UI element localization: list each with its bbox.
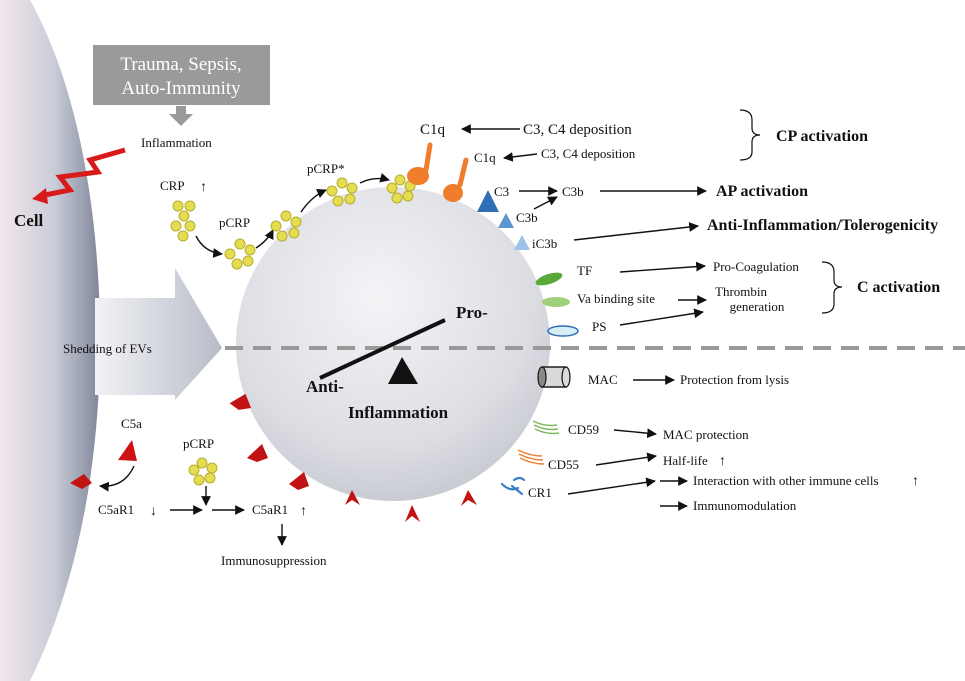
c3c4-label-1: C3, C4 deposition [523, 122, 632, 138]
cr1-icon [500, 476, 526, 496]
arrow-ic3b-to-tol [573, 222, 699, 241]
lightning-bolt-icon [39, 147, 126, 199]
pro-coagulation-label: Pro-Coagulation [713, 259, 799, 274]
interaction-label: Interaction with other immune cells [693, 473, 879, 488]
immunomodulation-label: Immunomodulation [693, 498, 797, 513]
crp-label: CRP [160, 178, 185, 193]
c3b-label-1: C3b [562, 184, 584, 199]
pro-label: Pro- [456, 303, 488, 322]
ps-marker [547, 325, 579, 337]
trigger-line1: Trauma, Sepsis, [120, 54, 241, 75]
c1q-stalk-1 [423, 142, 433, 173]
arrow-star-to-c1q [359, 172, 390, 184]
c1q-head-1 [407, 167, 429, 185]
arrow-ps-to-thrombin [619, 308, 704, 326]
arrow-tf-to-procoag [619, 261, 706, 273]
c3-triangle [477, 190, 499, 212]
pcrp-ring-bottom [188, 457, 218, 486]
ic3b-label: iC3b [532, 236, 557, 251]
va-binding-label: Va binding site [577, 291, 655, 306]
c5ar1-left-label: C5aR1 [98, 502, 134, 517]
cp-activation-label: CP activation [776, 128, 868, 145]
inflammation-main-label: Inflammation [348, 403, 449, 422]
thrombin-line2: generation [730, 299, 785, 314]
arrow-pcrp-to-ring2 [255, 229, 274, 249]
c5ar1-right-up-arrow: ↑ [300, 504, 307, 519]
arrow-cr1-to-interaction [567, 477, 656, 495]
pcrp-label: pCRP [219, 215, 250, 230]
cell-label: Cell [14, 211, 44, 230]
mac-label: MAC [588, 372, 618, 387]
mac-protection-label: MAC protection [663, 427, 749, 442]
c3-label: C3 [494, 184, 509, 199]
c5ar1-receptor-left [70, 474, 92, 489]
seesaw-beam [319, 318, 446, 380]
shedding-arrow [95, 268, 222, 400]
pcrp-ring-2 [270, 210, 302, 242]
cd59-icon [532, 420, 560, 435]
interaction-up-arrow: ↑ [912, 474, 919, 489]
inflammation-label: Inflammation [141, 135, 212, 150]
c1q-stalk-2 [457, 157, 469, 188]
immunosuppression-label: Immunosuppression [221, 553, 327, 568]
mac-icon [537, 366, 571, 388]
c-activation-label: C activation [857, 279, 940, 296]
tf-marker [535, 272, 563, 286]
anti-inflammation-tolerogenicity-label: Anti-Inflammation/Tolerogenicity [707, 217, 938, 234]
arrow-c5a-to-receptor [99, 465, 135, 492]
trigger-down-arrow [169, 106, 193, 126]
ic3b-triangle [514, 235, 530, 250]
ps-label: PS [592, 319, 606, 334]
c3c4-label-2: C3, C4 deposition [541, 146, 636, 161]
trigger-line2: Auto-Immunity [121, 78, 241, 99]
cell-body [0, 0, 100, 681]
cd55-icon [517, 449, 545, 465]
c3b-label-2: C3b [516, 210, 538, 225]
trigger-box [93, 45, 270, 105]
arrow-c3b-to-c3b [533, 196, 558, 210]
pcrp-star-label: pCRP* [307, 161, 345, 176]
thrombin-line1: Thrombin [715, 284, 767, 299]
seesaw-fulcrum [388, 357, 418, 384]
pcrp-c1q-complex [386, 174, 416, 204]
c1q-label-1: C1q [420, 122, 446, 138]
c3b-triangle [498, 213, 514, 228]
arrow-cd55-to-halflife [595, 452, 657, 466]
pcrp-bottom-label: pCRP [183, 436, 214, 451]
c-brace [821, 261, 843, 314]
tf-label: TF [577, 263, 592, 278]
arrow-ring2-to-star [300, 188, 327, 213]
bolt-arrowhead [32, 188, 48, 204]
half-life-up-arrow: ↑ [719, 454, 726, 469]
cr1-label: CR1 [528, 485, 552, 500]
c1q-head-2 [443, 184, 463, 202]
cp-brace [739, 109, 761, 161]
pcrp-ring-1 [224, 238, 256, 270]
cd55-label: CD55 [548, 457, 579, 472]
c5ar1-receptors [229, 393, 477, 522]
c5a-triangle [118, 440, 137, 461]
pcrp-star-ring [326, 177, 358, 207]
c1q-label-2: C1q [474, 150, 496, 165]
anti-label: Anti- [306, 377, 344, 396]
arrow-c3c4-to-c1q-2 [503, 152, 538, 162]
arrow-cd59-to-mac [613, 428, 657, 439]
crp-monomers [170, 200, 196, 242]
c5a-label: C5a [121, 416, 142, 431]
half-life-label: Half-life [663, 453, 708, 468]
c5ar1-left-down-arrow: ↓ [150, 504, 157, 519]
ap-activation-label: AP activation [716, 183, 808, 200]
shedding-label: Shedding of EVs [63, 341, 152, 356]
arrow-crp-to-pcrp [195, 235, 223, 258]
crp-up-arrow: ↑ [200, 180, 207, 195]
protection-lysis-label: Protection from lysis [680, 372, 789, 387]
va-binding-marker [542, 297, 570, 307]
c5ar1-right-label: C5aR1 [252, 502, 288, 517]
cd59-label: CD59 [568, 422, 599, 437]
